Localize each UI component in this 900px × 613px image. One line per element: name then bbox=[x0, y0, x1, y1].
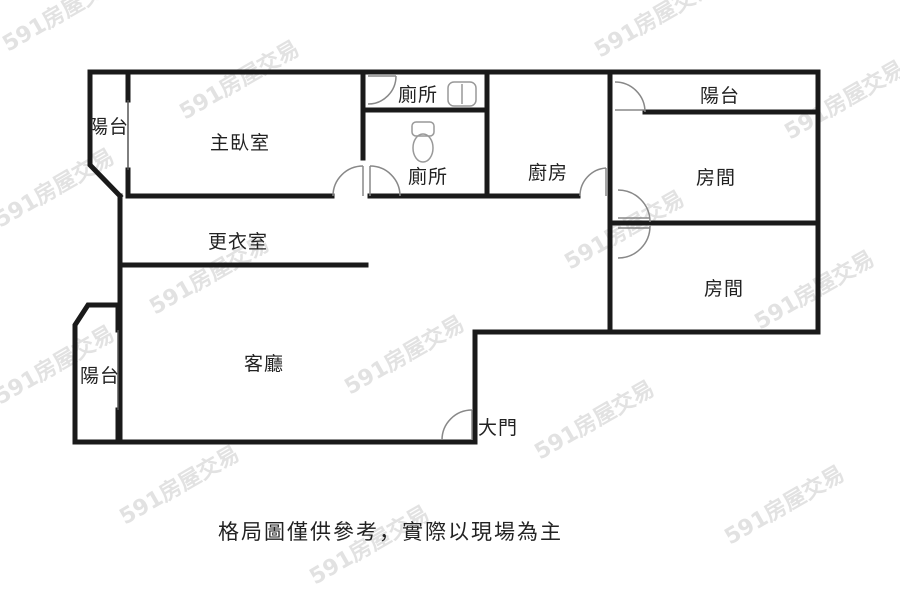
watermark: 591房屋交易 bbox=[750, 246, 879, 335]
door-swing-toilet-top bbox=[367, 75, 397, 105]
watermark: 591房屋交易 bbox=[780, 56, 900, 145]
watermark: 591房屋交易 bbox=[175, 36, 304, 125]
toilet-bowl-icon bbox=[412, 133, 434, 163]
door-swing-toilet-mid bbox=[369, 165, 401, 197]
room-label-balcony-living: 陽台 bbox=[80, 365, 121, 387]
room-label-kitchen: 廚房 bbox=[528, 162, 569, 184]
toilet-tank-icon bbox=[411, 121, 435, 137]
thin-lines bbox=[117, 100, 129, 410]
watermark: 591房屋交易 bbox=[340, 311, 469, 400]
door-swing-balcony-right bbox=[614, 81, 646, 113]
toilet-top-fixture-icon bbox=[447, 81, 477, 107]
door-swing-kitchen bbox=[579, 167, 607, 197]
doors bbox=[332, 75, 651, 441]
room-label-balcony-master: 陽台 bbox=[89, 116, 130, 138]
room-label-walk-in-closet: 更衣室 bbox=[208, 231, 269, 253]
room-label-bedroom-1: 房間 bbox=[696, 167, 737, 189]
watermark: 591房屋交易 bbox=[0, 0, 127, 57]
door-swing-bedroom-2 bbox=[617, 225, 651, 259]
balcony-living-outline bbox=[72, 302, 121, 445]
watermark: 591房屋交易 bbox=[530, 376, 659, 465]
room-label-living-room: 客廳 bbox=[244, 353, 285, 375]
door-swing-master bbox=[332, 165, 364, 197]
fixtures bbox=[411, 81, 477, 163]
room-label-balcony-right: 陽台 bbox=[700, 85, 741, 107]
watermark: 591房屋交易 bbox=[560, 186, 689, 275]
room-label-toilet-top: 廁所 bbox=[398, 84, 439, 106]
entry-step-wall bbox=[472, 329, 615, 445]
door-swing-main bbox=[441, 409, 473, 441]
door-swing-bedroom-1 bbox=[617, 189, 651, 223]
room-label-master-bedroom: 主臥室 bbox=[210, 132, 271, 154]
watermark: 591房屋交易 bbox=[590, 0, 719, 63]
room-label-bedroom-2: 房間 bbox=[704, 278, 745, 300]
balcony-master-outline bbox=[87, 69, 124, 200]
disclaimer-note: 格局圖僅供參考，實際以現場為主 bbox=[218, 520, 563, 544]
watermark: 591房屋交易 bbox=[0, 144, 119, 233]
room-label-toilet-mid: 廁所 bbox=[408, 166, 449, 188]
room-label-main-door: 大門 bbox=[478, 417, 519, 439]
walls bbox=[72, 69, 821, 445]
watermark: 591房屋交易 bbox=[720, 461, 849, 550]
watermarks: 591房屋交易 591房屋交易 591房屋交易 591房屋交易 591房屋交易 … bbox=[0, 0, 900, 590]
